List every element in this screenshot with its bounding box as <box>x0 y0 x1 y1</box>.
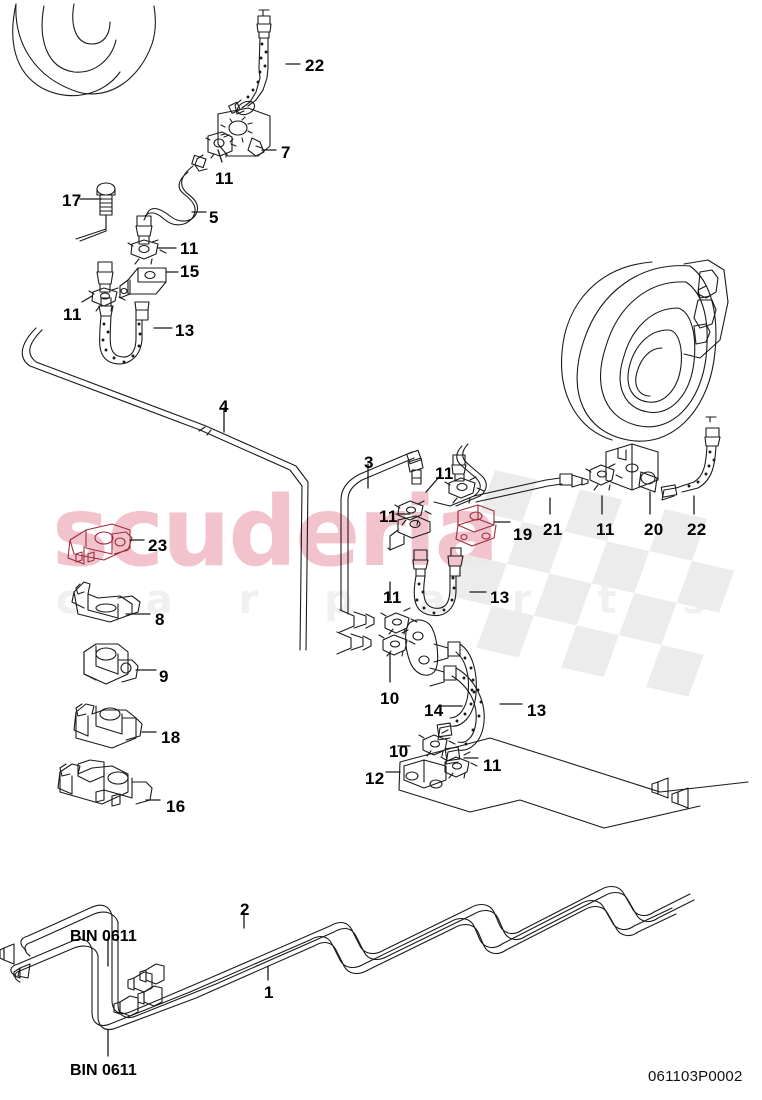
callout-18: 18 <box>161 728 181 747</box>
pipe-fitting-center-left <box>336 609 375 655</box>
callout-11-e: 11 <box>379 507 398 526</box>
clip-11-above-13-mid <box>444 476 485 504</box>
brake-pipe-21 <box>433 443 589 507</box>
callout-14: 14 <box>424 701 444 720</box>
callout-7: 7 <box>281 143 291 162</box>
callout-10-b: 10 <box>389 742 409 761</box>
bin-label-bottom: BIN 0611 <box>70 1062 137 1079</box>
callout-17: 17 <box>62 191 82 210</box>
callout-13-c: 13 <box>527 701 547 720</box>
floor-pan-outline <box>398 737 749 829</box>
callout-15: 15 <box>180 262 200 281</box>
callout-4: 4 <box>219 397 229 416</box>
clip-11-near-20 <box>585 463 623 491</box>
callout-8: 8 <box>155 610 165 629</box>
brake-hose-14-lower <box>433 641 477 741</box>
callout-12: 12 <box>365 769 385 788</box>
bracket-12 <box>403 759 447 789</box>
callout-11-g: 11 <box>383 588 402 607</box>
clip-10-lower <box>378 629 416 657</box>
callout-leaders <box>79 63 695 1057</box>
bolt-17 <box>75 182 116 242</box>
clip-11-below-5 <box>127 239 167 265</box>
bottom-pipe-connectors <box>0 777 689 1017</box>
callout-16: 16 <box>166 797 186 816</box>
callout-11-d: 11 <box>435 464 454 483</box>
clip-16 <box>57 759 153 807</box>
clip-8 <box>71 581 141 623</box>
bin-label-top: BIN 0611 <box>70 928 137 945</box>
callout-11-b: 11 <box>180 239 199 258</box>
callout-22-right: 22 <box>687 520 707 539</box>
hose-texture-13-ul <box>101 322 142 364</box>
callout-1: 1 <box>264 983 274 1002</box>
brake-disc-front-left <box>12 3 156 97</box>
brake-hose-5 <box>135 154 208 245</box>
callout-22-top: 22 <box>305 56 325 75</box>
brake-disc-rear-right <box>560 259 729 442</box>
callout-10-a: 10 <box>380 689 400 708</box>
callout-19: 19 <box>513 525 533 544</box>
callout-3: 3 <box>364 453 374 472</box>
brake-hose-22-top <box>228 9 272 116</box>
brake-hose-13-lower <box>429 665 485 765</box>
callout-9: 9 <box>159 667 169 686</box>
diagram-reference-number: 061103P0002 <box>648 1068 743 1085</box>
bracket-19 <box>455 504 497 547</box>
callout-11-c: 11 <box>63 305 82 324</box>
clip-11-near-7 <box>205 131 237 159</box>
bracket-near-pipe-3 <box>387 515 431 551</box>
clip-11-left-of-13 <box>88 287 126 312</box>
clip-18 <box>73 703 143 749</box>
callout-11-a: 11 <box>215 169 234 188</box>
hose-texture-13-mid <box>415 576 456 615</box>
callout-13-b: 13 <box>490 588 510 607</box>
hose-texture-22-top <box>246 42 268 99</box>
callout-13-a: 13 <box>175 321 195 340</box>
clip-9 <box>83 643 139 685</box>
caliper-block-7 <box>217 107 271 157</box>
hose-texture-22-right <box>687 450 716 488</box>
callout-23: 23 <box>148 536 168 555</box>
bracket-20 <box>605 443 659 493</box>
brake-hose-13-middle <box>412 547 464 617</box>
brake-hose-13-upper-left <box>96 261 150 365</box>
callout-21: 21 <box>543 520 563 539</box>
callout-20: 20 <box>644 520 664 539</box>
pipe-3-connector-top <box>406 449 424 485</box>
callout-2: 2 <box>240 900 250 919</box>
brake-hose-22-right <box>660 416 721 501</box>
callout-5: 5 <box>209 208 219 227</box>
brake-pipe-1 <box>10 899 677 1031</box>
clip-11-on-pipe-3 <box>394 500 432 526</box>
brake-pipe-4 <box>21 327 309 651</box>
clip-10-upper <box>380 607 418 635</box>
callout-11-h: 11 <box>483 756 502 775</box>
mounting-plate-14 <box>405 619 439 676</box>
clip-11-bottom <box>440 751 478 779</box>
bracket-15 <box>119 267 167 299</box>
clip-23 <box>67 523 133 565</box>
brake-pipe-3 <box>340 451 415 615</box>
callout-11-f: 11 <box>596 520 615 539</box>
